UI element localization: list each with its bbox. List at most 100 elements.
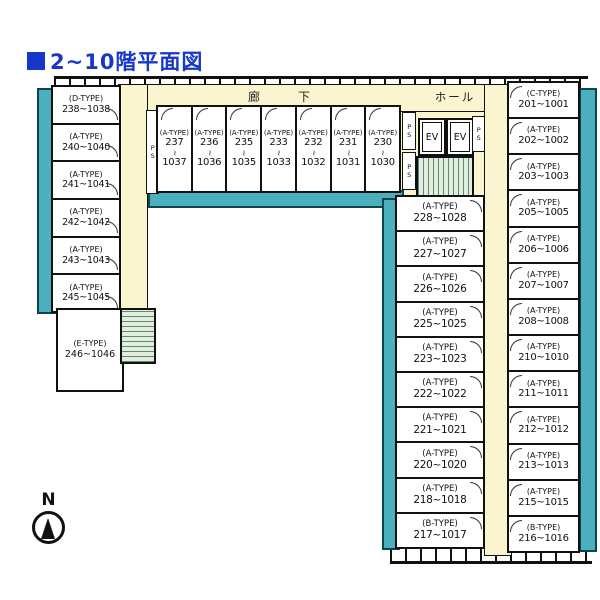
room-type-label: (A-TYPE) <box>422 272 458 283</box>
room: (A-TYPE) 208~1008 <box>507 297 580 337</box>
room-type-label: (D-TYPE) <box>68 94 104 104</box>
room-number-range: 242~1042 <box>62 216 110 228</box>
room: (A-TYPE) 231 ~ 1031 <box>329 105 367 193</box>
pipe-shaft-box: PS <box>402 112 416 150</box>
room: (A-TYPE) 203~1003 <box>507 153 580 192</box>
door-swing-icon <box>470 340 482 353</box>
door-swing-icon <box>470 305 482 318</box>
room: (A-TYPE) 230 ~ 1030 <box>364 105 402 193</box>
room-number-range: 207~1007 <box>518 279 569 291</box>
left-wing-rooms: (D-TYPE) 238~1038 (A-TYPE) 240~1040 (A-T… <box>51 85 121 314</box>
room-number-range: 221~1021 <box>413 423 467 436</box>
room-number-range: 220~1020 <box>413 458 467 471</box>
room-number-range: 243~1043 <box>62 254 110 266</box>
room: (A-TYPE) 225~1025 <box>395 300 485 338</box>
room-number-low: 230 <box>373 137 392 149</box>
room: (B-TYPE) 217~1017 <box>395 511 485 550</box>
room-number-low: 231 <box>338 137 358 149</box>
room: (A-TYPE) 223~1023 <box>395 335 485 374</box>
room: (A-TYPE) 202~1002 <box>507 117 580 156</box>
door-swing-icon <box>470 235 482 248</box>
room-number-high: 1033 <box>266 157 291 169</box>
room-number-range: 206~1006 <box>518 243 569 255</box>
door-swing-icon <box>510 519 522 532</box>
room-number-range: 208~1008 <box>518 315 569 327</box>
room-number-range: 223~1023 <box>413 353 467 366</box>
door-swing-icon <box>470 516 482 529</box>
room-type-label: (A-TYPE) <box>526 125 561 135</box>
range-tilde: ~ <box>309 149 319 157</box>
door-swing-icon <box>106 220 118 233</box>
range-tilde: ~ <box>274 149 284 157</box>
room-number-range: 227~1027 <box>413 247 467 260</box>
room-type-label: (A-TYPE) <box>422 343 458 354</box>
door-swing-icon <box>510 266 522 279</box>
room-type-label: (A-TYPE) <box>526 342 561 352</box>
room: (A-TYPE) 213~1013 <box>507 442 580 481</box>
door-swing-icon <box>510 122 522 135</box>
room-number-range: 238~1038 <box>62 103 110 115</box>
room-type-label: (A-TYPE) <box>526 487 561 496</box>
room-number-range: 246~1046 <box>64 349 116 361</box>
pipe-shaft-box: PS <box>402 152 416 190</box>
room-type-label: (A-TYPE) <box>526 414 561 424</box>
room: (A-TYPE) 233 ~ 1033 <box>260 105 297 193</box>
room: (A-TYPE) 245~1045 <box>51 273 121 314</box>
page-title-text: 2~10階平面図 <box>50 50 204 74</box>
room-number-range: 215~1015 <box>518 496 569 508</box>
room-number-range: 240~1040 <box>62 141 110 153</box>
room-number-low: 232 <box>304 137 323 149</box>
room-number-range: 213~1013 <box>518 460 569 472</box>
door-swing-icon <box>161 108 173 120</box>
room-number-range: 222~1022 <box>413 388 467 401</box>
room-type-label: (A-TYPE) <box>422 378 458 389</box>
room-type-label: (A-TYPE) <box>69 282 103 292</box>
room-number-range: 218~1018 <box>413 494 467 507</box>
room-number-low: 237 <box>165 137 184 149</box>
room-type-label: (E-TYPE) <box>73 339 107 349</box>
room-type-label: (A-TYPE) <box>333 128 363 137</box>
room-type-label: (A-TYPE) <box>69 132 103 142</box>
elevator-1: EV <box>418 118 446 156</box>
room: (A-TYPE) 243~1043 <box>51 235 121 276</box>
door-swing-icon <box>510 194 522 207</box>
room: (A-TYPE) 210~1010 <box>507 334 580 373</box>
compass-needle-icon <box>41 518 55 539</box>
door-swing-icon <box>510 302 522 315</box>
door-swing-icon <box>510 411 522 424</box>
door-swing-icon <box>470 200 482 212</box>
room-number-range: 211~1011 <box>518 388 569 400</box>
room-e-type: (E-TYPE) 246~1046 <box>56 308 124 392</box>
door-swing-icon <box>470 270 482 283</box>
room-type-label: (A-TYPE) <box>422 413 458 424</box>
range-tilde: ~ <box>205 149 215 157</box>
room: (A-TYPE) 228~1028 <box>395 195 485 233</box>
range-tilde: ~ <box>239 149 249 157</box>
door-swing-icon <box>510 158 522 171</box>
door-swing-icon <box>510 375 522 388</box>
right-wing-east-rooms: (C-TYPE) 201~1001 (A-TYPE) 202~1002 (A-T… <box>507 81 580 554</box>
room-number-range: 205~1005 <box>518 207 569 219</box>
room-type-label: (A-TYPE) <box>422 307 458 318</box>
room-number-range: 201~1001 <box>518 98 569 110</box>
room-type-label: (B-TYPE) <box>526 523 561 533</box>
hall-label: ホール <box>434 90 476 104</box>
room: (A-TYPE) 241~1041 <box>51 160 121 201</box>
door-swing-icon <box>106 107 118 120</box>
room-type-label: (A-TYPE) <box>526 306 561 316</box>
room-type-label: (B-TYPE) <box>422 519 458 530</box>
room-number-low: 235 <box>234 137 253 149</box>
room-type-label: (A-TYPE) <box>526 270 561 280</box>
room-number-low: 236 <box>199 137 219 149</box>
room: (A-TYPE) 237 ~ 1037 <box>156 105 193 193</box>
room: (A-TYPE) 226~1026 <box>395 265 485 303</box>
door-swing-icon <box>470 411 482 424</box>
room: (A-TYPE) 235 ~ 1035 <box>225 105 263 193</box>
door-swing-icon <box>106 258 118 271</box>
room-type-label: (A-TYPE) <box>69 207 103 217</box>
room: (A-TYPE) 215~1015 <box>507 478 580 517</box>
room-type-label: (A-TYPE) <box>263 128 294 137</box>
room: (B-TYPE) 216~1016 <box>507 514 580 554</box>
room-type-label: (A-TYPE) <box>422 202 458 213</box>
door-swing-icon <box>230 108 243 120</box>
